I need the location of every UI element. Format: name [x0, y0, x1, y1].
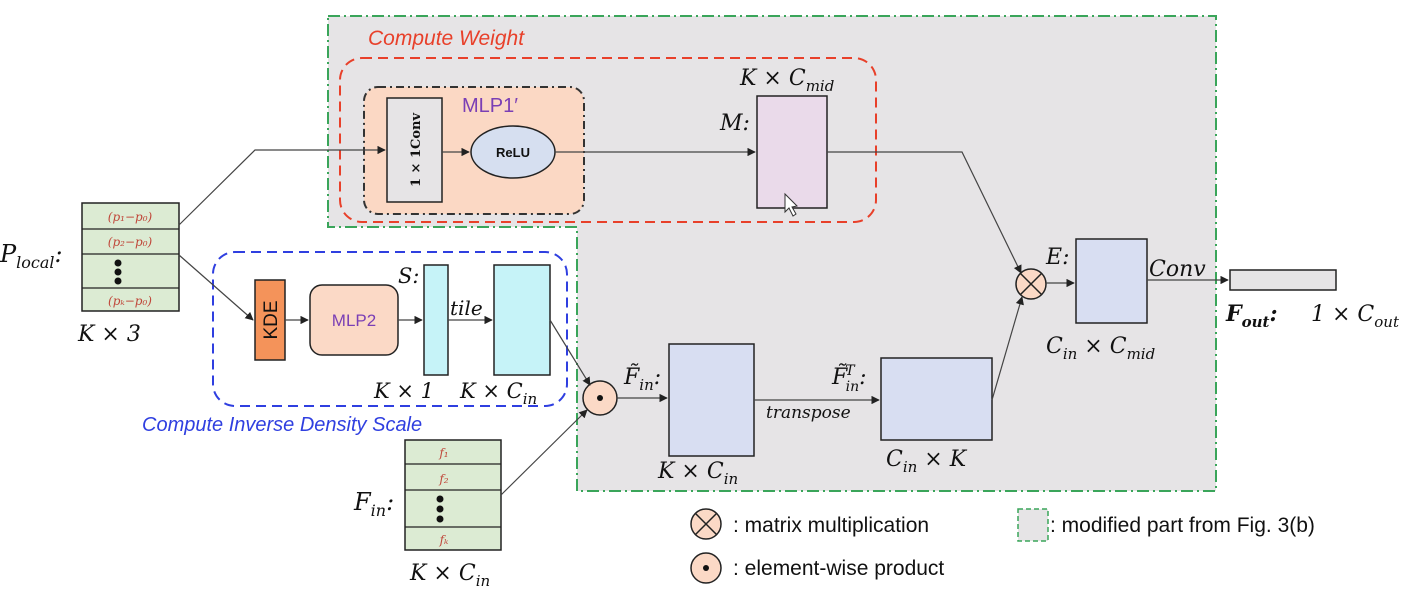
m-dim: K × Cmid — [739, 66, 834, 95]
f-out-label: Fout: — [1225, 301, 1278, 331]
compute-weight-region — [339, 57, 877, 223]
conv-block-label: 1 × 1Conv — [409, 113, 424, 188]
legend-elementwise-icon — [690, 552, 722, 584]
matmul-op — [1015, 268, 1047, 300]
e-matrix — [1075, 238, 1148, 324]
tiled-matrix — [493, 264, 551, 376]
f-tilde-matrix — [668, 343, 755, 457]
compute-weight-title: Compute Weight — [368, 27, 525, 50]
tile-dim: K × Cin — [459, 379, 537, 408]
mouse-cursor — [784, 192, 799, 217]
f-row-1: f₁ — [438, 446, 448, 460]
inverse-density-region — [212, 251, 568, 407]
e-label: E: — [1045, 245, 1069, 270]
kde-label: KDE — [261, 300, 282, 339]
f-tilde-label: F̃in: — [623, 364, 661, 394]
s-dim: K × 1 — [373, 379, 434, 403]
p-local-label: Plocal: — [0, 240, 63, 272]
f-tilde-t-dim: Cin × K — [886, 447, 968, 476]
s-label: S: — [398, 264, 419, 288]
mlp1-label: MLP1′ — [462, 95, 518, 117]
legend-modified-swatch — [1017, 508, 1049, 542]
f-out-vector — [1229, 269, 1337, 291]
f-row-k: fₖ — [439, 533, 449, 547]
p-row-2: (p₂−p₀) — [108, 235, 153, 249]
mlp2-label: MLP2 — [332, 311, 376, 330]
f-in-dim: K × Cin — [409, 561, 490, 590]
p-row-1: (p₁−p₀) — [108, 210, 153, 224]
legend-elementwise-text: : element-wise product — [733, 557, 944, 580]
elementwise-op — [582, 380, 618, 416]
f-in-label: Fin: — [353, 488, 394, 520]
transpose-label: transpose — [766, 403, 851, 423]
connections — [178, 145, 1229, 496]
e-dim: Cin × Cmid — [1046, 334, 1155, 363]
legend-modified-text: : modified part from Fig. 3(b) — [1050, 514, 1315, 537]
f-tilde-t-matrix — [880, 357, 993, 441]
p-row-k: (pₖ−p₀) — [108, 294, 152, 308]
conv-block — [386, 97, 443, 203]
p-local-dim: K × 3 — [77, 322, 141, 347]
tile-label: tile — [450, 296, 483, 320]
m-matrix — [756, 95, 828, 209]
legend: : matrix multiplication : element-wise p… — [690, 508, 1315, 584]
m-label: M: — [719, 111, 750, 136]
f-tilde-dim: K × Cin — [657, 459, 738, 488]
f-row-2: f₂ — [438, 472, 448, 486]
kde-block — [254, 279, 286, 361]
legend-matmul-text: : matrix multiplication — [733, 514, 929, 537]
f-in-table: f₁ f₂ fₖ — [404, 439, 502, 551]
conv-op-label: Conv — [1149, 257, 1206, 282]
s-vector — [423, 264, 449, 376]
p-local-table: (p₁−p₀) (p₂−p₀) (pₖ−p₀) — [81, 202, 180, 312]
inverse-density-title: Compute Inverse Density Scale — [142, 414, 422, 436]
f-out-dim: 1 × Cout — [1311, 302, 1400, 331]
legend-matmul-icon — [690, 508, 722, 540]
relu-label: ReLU — [496, 145, 530, 160]
